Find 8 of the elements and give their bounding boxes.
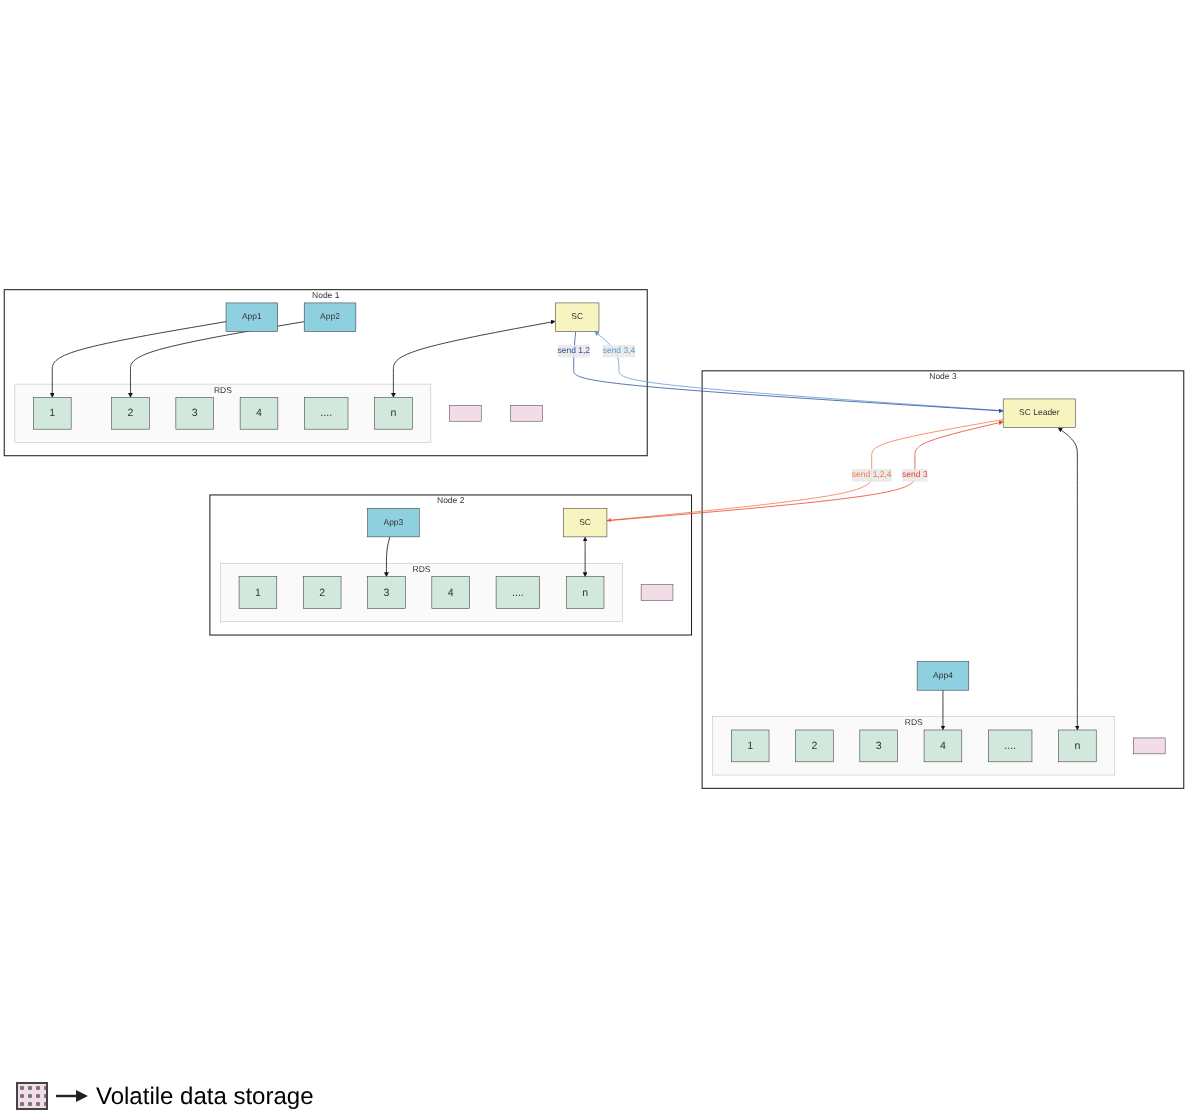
legend-text: Volatile data storage <box>96 1082 314 1110</box>
node-box <box>510 405 543 422</box>
cluster <box>220 563 623 623</box>
node-box <box>640 584 674 601</box>
cluster <box>14 383 432 443</box>
cluster <box>712 716 1116 776</box>
node-box <box>1133 737 1166 755</box>
node-box <box>449 405 482 422</box>
